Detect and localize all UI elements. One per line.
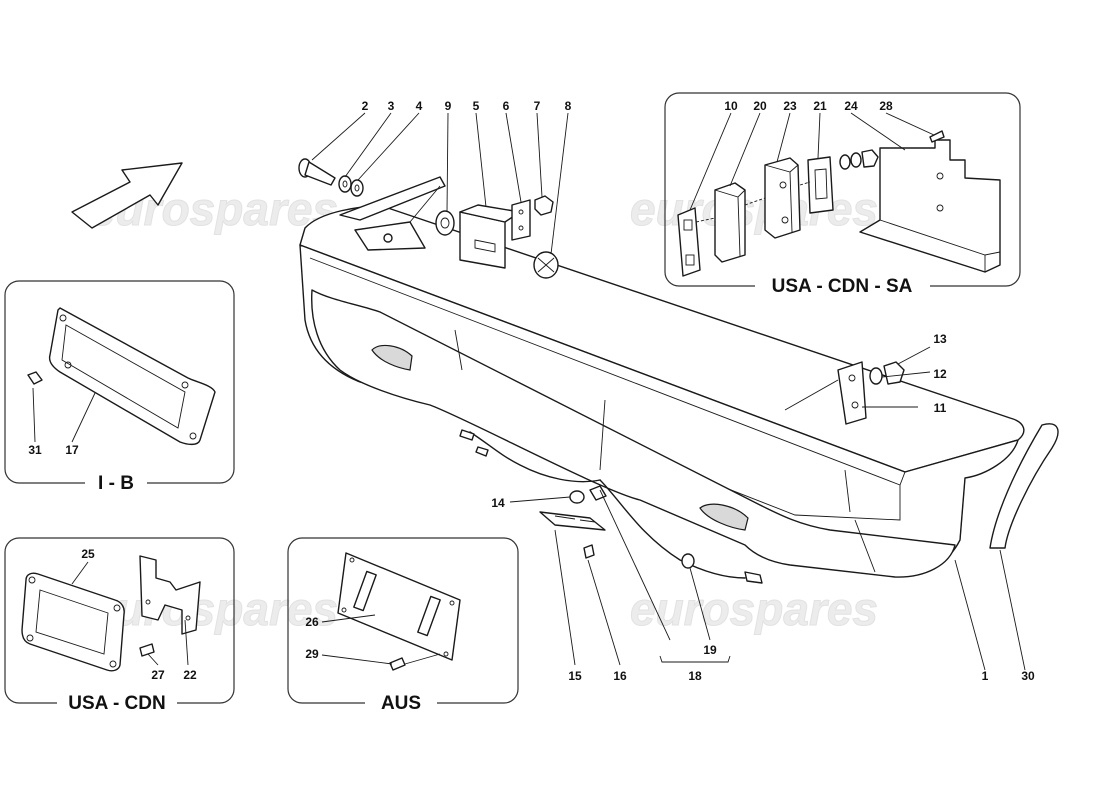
inset-aus: 26 29 AUS bbox=[287, 537, 519, 714]
watermark-text: eurospares bbox=[90, 583, 338, 635]
callout-4: 4 bbox=[416, 99, 423, 113]
direction-arrow-icon bbox=[71, 162, 183, 229]
callout-1: 1 bbox=[982, 669, 989, 683]
nut-part bbox=[534, 195, 554, 216]
washer-part bbox=[869, 367, 883, 385]
inset-i-b: 31 17 I - B bbox=[4, 280, 235, 494]
callout-2: 2 bbox=[362, 99, 369, 113]
callout-13: 13 bbox=[933, 332, 947, 346]
callout-25: 25 bbox=[81, 547, 95, 561]
bolt-part bbox=[298, 158, 336, 186]
watermark-group: eurospares eurospares eurospares eurospa… bbox=[90, 183, 879, 636]
callout-9: 9 bbox=[445, 99, 452, 113]
bracket-part bbox=[837, 361, 905, 425]
nut-part bbox=[883, 361, 905, 385]
callout-21: 21 bbox=[813, 99, 827, 113]
callout-19: 19 bbox=[703, 643, 717, 657]
callout-29: 29 bbox=[305, 647, 319, 661]
callout-6: 6 bbox=[503, 99, 510, 113]
plate-part bbox=[511, 199, 531, 241]
callout-5: 5 bbox=[473, 99, 480, 113]
callout-10: 10 bbox=[724, 99, 738, 113]
callout-23: 23 bbox=[783, 99, 797, 113]
inset-label: USA - CDN bbox=[68, 693, 165, 714]
bracket-part bbox=[459, 204, 521, 269]
wiring-harness bbox=[459, 429, 763, 584]
inset-label: I - B bbox=[98, 473, 134, 494]
callout-16: 16 bbox=[613, 669, 627, 683]
leader-lines bbox=[311, 112, 1026, 671]
washer-part bbox=[350, 179, 364, 197]
callout-8: 8 bbox=[565, 99, 572, 113]
inset-usa-cdn-sa: 10 20 23 21 24 28 USA - CDN - SA bbox=[664, 92, 1021, 297]
callout-30: 30 bbox=[1021, 669, 1035, 683]
inset-usa-cdn: 25 27 22 USA - CDN bbox=[4, 537, 235, 714]
inset-label: USA - CDN - SA bbox=[772, 276, 913, 297]
license-lamp bbox=[539, 485, 607, 559]
callout-31: 31 bbox=[28, 443, 42, 457]
callout-11: 11 bbox=[934, 401, 947, 415]
callout-26: 26 bbox=[305, 615, 319, 629]
callout-20: 20 bbox=[753, 99, 767, 113]
spacer-part bbox=[435, 210, 455, 236]
inset-label: AUS bbox=[381, 693, 421, 714]
callout-14: 14 bbox=[491, 496, 505, 510]
clip-part bbox=[533, 251, 559, 279]
washer-part bbox=[338, 175, 352, 193]
watermark-text: eurospares bbox=[630, 183, 878, 235]
callout-24: 24 bbox=[844, 99, 858, 113]
callout-18: 18 bbox=[688, 669, 702, 683]
callout-27: 27 bbox=[151, 668, 165, 682]
callout-12: 12 bbox=[933, 367, 947, 381]
callout-7: 7 bbox=[534, 99, 541, 113]
callout-numbers: 2 3 4 9 5 6 7 8 13 12 11 14 15 16 19 18 … bbox=[362, 99, 1035, 683]
callout-15: 15 bbox=[568, 669, 582, 683]
trim-strip bbox=[989, 423, 1059, 549]
watermark-text: eurospares bbox=[630, 583, 878, 635]
callout-22: 22 bbox=[183, 668, 197, 682]
callout-3: 3 bbox=[388, 99, 395, 113]
callout-28: 28 bbox=[879, 99, 893, 113]
callout-17: 17 bbox=[65, 443, 79, 457]
